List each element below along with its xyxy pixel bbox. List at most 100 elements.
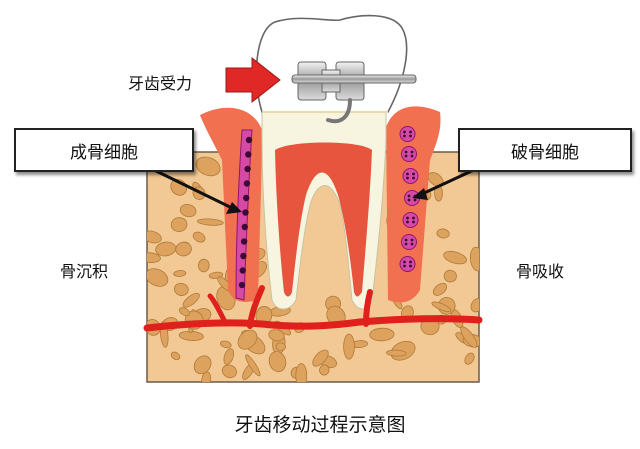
trabecula: [147, 252, 161, 264]
osteoclast-nucleus: [403, 264, 406, 268]
blood-vessel: [143, 315, 483, 332]
osteoclast-nucleus: [406, 176, 409, 180]
orthodontic-bracket-icon: [291, 61, 417, 124]
trabecula: [179, 307, 191, 317]
osteoclast-nucleus: [407, 194, 411, 198]
trabecula: [147, 230, 162, 244]
osteoclast-nucleus: [407, 198, 411, 202]
osteoblast-cell: [239, 267, 246, 274]
osteoclast-nucleus: [404, 242, 408, 246]
trabecula: [197, 258, 210, 273]
trabecula: [170, 217, 188, 233]
trabecula: [220, 340, 232, 349]
trabecula: [295, 363, 308, 382]
osteoclast-nucleus: [412, 216, 415, 220]
osteoblast-pointer: [149, 166, 233, 210]
osteoclast-cell: [399, 126, 416, 142]
blood-vessel-branch: [207, 293, 229, 327]
osteoblast-pointer-head: [226, 202, 242, 214]
trabecula: [443, 269, 457, 283]
label-osteoclast: 破骨细胞: [458, 128, 632, 172]
label-bone-resorption: 骨吸收: [516, 262, 565, 281]
trabecula: [443, 250, 467, 265]
trabecula: [464, 352, 475, 365]
force-arrow-icon: [225, 56, 281, 104]
osteoclast-cell: [401, 146, 417, 162]
trabecula: [343, 333, 355, 360]
trabecula: [223, 348, 235, 365]
trabecula: [196, 218, 224, 226]
osteoclast-cell: [402, 212, 419, 228]
label-osteoblast: 成骨细胞: [14, 128, 194, 172]
trabecula: [245, 354, 261, 377]
label-tooth-force: 牙齿受力: [128, 74, 193, 93]
osteoblast-cell: [244, 165, 251, 173]
osteoclast-nucleus: [403, 260, 406, 264]
osteoclast-nucleus: [412, 172, 415, 176]
trabecula: [237, 329, 258, 350]
trabecula: [432, 282, 448, 296]
osteoclast-nucleus: [409, 130, 412, 134]
trabecula: [195, 156, 221, 177]
osteoblast-cell: [240, 252, 247, 260]
trabecula: [193, 355, 212, 375]
osteoclast-nucleus: [403, 130, 406, 134]
osteoclast-nucleus: [410, 238, 414, 242]
osteoclast-cell: [402, 168, 419, 184]
osteoclast-nucleus: [412, 176, 415, 180]
osteoblast-cell: [243, 194, 250, 202]
trabecula: [460, 326, 478, 348]
trabecula: [268, 329, 285, 342]
osteoclast-nucleus: [410, 242, 414, 246]
trabecula: [369, 327, 395, 342]
osteoclast-nucleus: [413, 198, 417, 202]
osteoclast-pointer: [421, 166, 479, 196]
tooth-crown: [255, 14, 408, 113]
osteoclast-nucleus: [409, 260, 412, 264]
trabecula: [173, 270, 187, 277]
label-bone-deposition: 骨沉积: [60, 262, 109, 281]
osteoblast-cell: [243, 180, 251, 187]
trabecula: [170, 351, 181, 361]
osteoclast-cell: [401, 234, 417, 250]
osteoclast-nucleus: [404, 150, 408, 154]
osteoclast-nucleus: [410, 154, 414, 158]
trabecula: [192, 231, 206, 243]
trabecula: [221, 364, 237, 379]
diagram-caption: 牙齿移动过程示意图: [234, 414, 406, 436]
osteoclast-nucleus: [409, 134, 412, 138]
blood-vessel-branch: [247, 285, 265, 329]
trabecula: [312, 349, 329, 367]
osteoclast-nucleus: [409, 264, 412, 268]
trabecula: [201, 371, 212, 382]
osteoclast-nucleus: [404, 154, 408, 158]
trabecula: [182, 292, 200, 308]
osteoblast-cell: [238, 281, 246, 289]
osteoclast-cell: [399, 256, 416, 272]
blood-vessel-branch: [363, 289, 373, 327]
trabecula: [319, 364, 330, 376]
osteoblast-cell: [245, 151, 252, 158]
trabecula: [268, 351, 287, 373]
trabecula: [175, 241, 192, 257]
osteoclast-nucleus: [406, 220, 409, 224]
osteoclast-pointer-head: [412, 188, 428, 200]
osteoclast-nucleus: [404, 238, 408, 242]
trabecula: [469, 246, 479, 272]
osteoblast-cell: [240, 238, 248, 245]
trabecula: [386, 349, 407, 357]
osteoclast-nucleus: [403, 134, 406, 138]
osteoblast-cell: [241, 223, 248, 231]
osteoclast-nucleus: [410, 150, 414, 154]
osteoclast-nucleus: [406, 172, 409, 176]
trabecula: [470, 298, 479, 313]
trabecula: [275, 342, 286, 351]
trabecula: [173, 282, 189, 296]
osteoblast-cell: [245, 136, 253, 144]
trabecula: [436, 228, 450, 239]
tooth-pulp: [275, 142, 372, 297]
osteoclast-nucleus: [406, 216, 409, 220]
osteoclast-nucleus: [412, 220, 415, 224]
trabecula: [147, 268, 169, 287]
